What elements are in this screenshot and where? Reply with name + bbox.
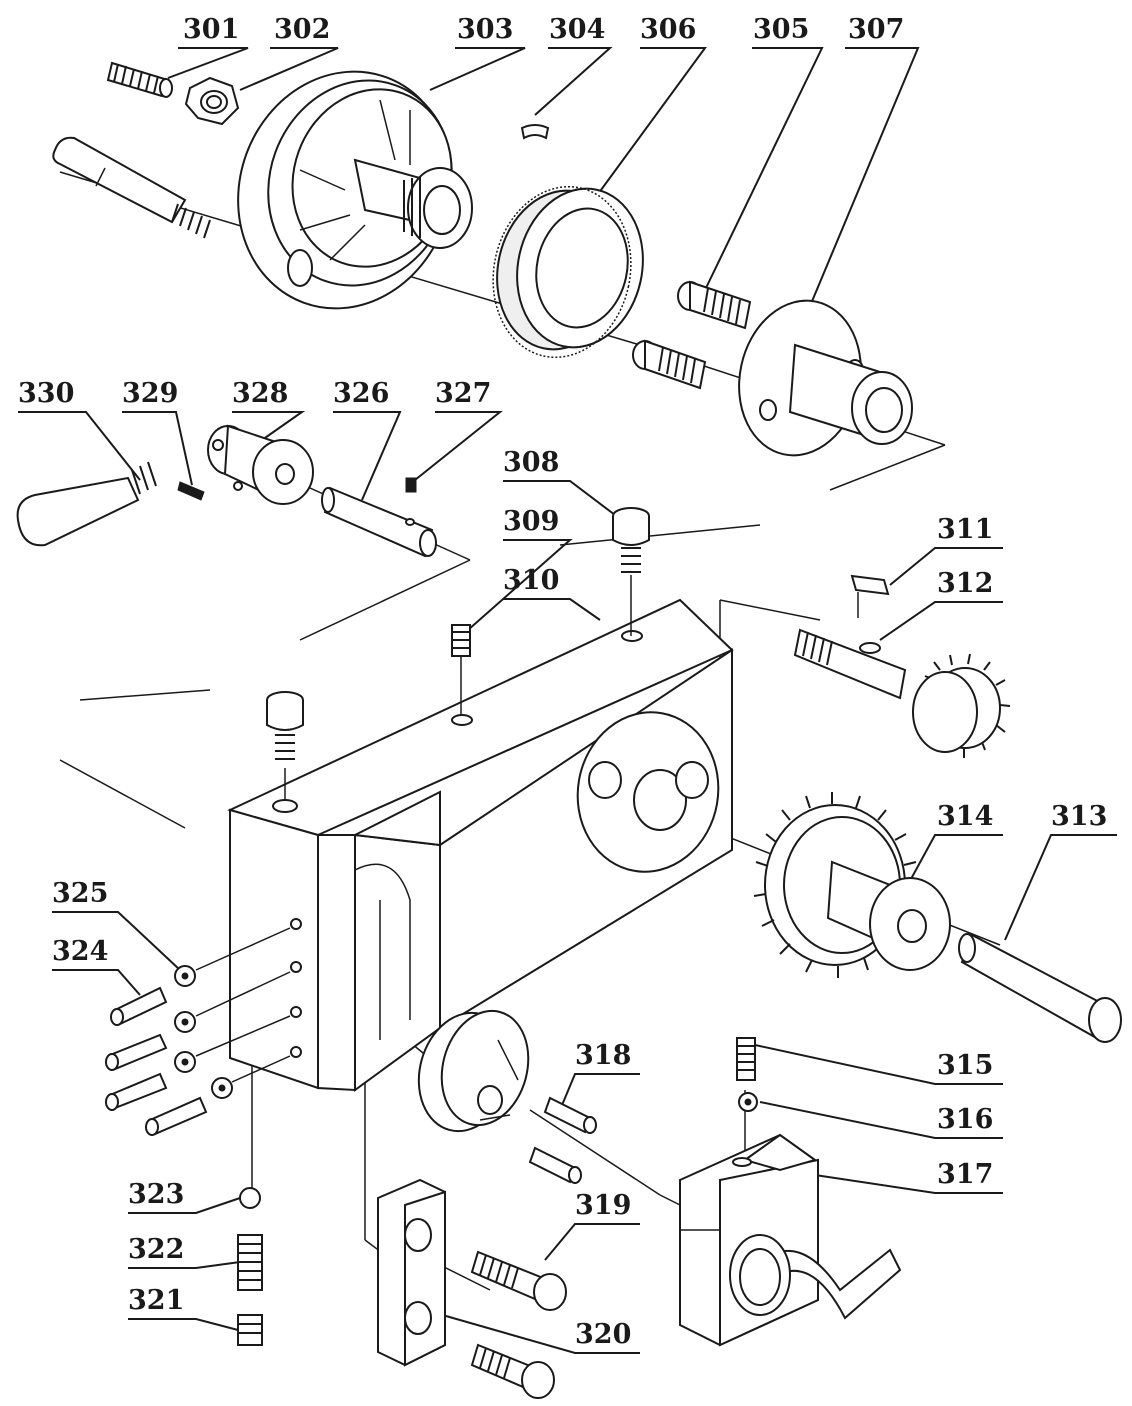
crank-handle: [52, 136, 211, 239]
ball-323: [239, 1187, 261, 1209]
label-330: 330: [18, 378, 74, 409]
label-304: 304: [549, 14, 605, 45]
label-301: 301: [183, 14, 239, 45]
label-325: 325: [52, 878, 108, 909]
label-329: 329: [122, 378, 178, 409]
pins-318: [528, 1096, 597, 1184]
dial-ring-306: [492, 185, 644, 359]
label-326: 326: [333, 378, 389, 409]
washers-325: [174, 965, 233, 1099]
label-302: 302: [274, 14, 330, 45]
label-308: 308: [503, 447, 559, 478]
label-321: 321: [128, 1285, 184, 1316]
label-309: 309: [503, 506, 559, 537]
cam-disc: [417, 1009, 530, 1133]
screw-305-upper: [677, 280, 752, 330]
label-323: 323: [128, 1179, 184, 1210]
label-328: 328: [232, 378, 288, 409]
spring-315: [736, 1037, 756, 1081]
label-315: 315: [937, 1050, 993, 1081]
label-320: 320: [575, 1319, 631, 1350]
label-312: 312: [937, 568, 993, 599]
collar-328: [207, 424, 314, 505]
screws-319: [470, 1250, 567, 1399]
label-313: 313: [1051, 801, 1107, 832]
set-screw-327: [405, 477, 417, 493]
label-324: 324: [52, 936, 108, 967]
hex-nut-302: [184, 76, 240, 126]
housing-310: [227, 598, 734, 1092]
part-labels: 301 302 303 304 306 305 307 330 329 328 …: [18, 14, 1107, 1350]
gib-plate-320: [377, 1178, 446, 1367]
set-screw-301: [106, 61, 173, 98]
shaft-313: [958, 933, 1122, 1043]
label-314: 314: [937, 801, 993, 832]
label-316: 316: [937, 1104, 993, 1135]
flange-307: [738, 299, 913, 457]
label-305: 305: [753, 14, 809, 45]
leader-lines: [18, 47, 1117, 1354]
label-307: 307: [848, 14, 904, 45]
label-317: 317: [937, 1159, 993, 1190]
key-311: [850, 574, 890, 618]
label-322: 322: [128, 1234, 184, 1265]
set-screw-329: [177, 481, 205, 501]
cap-screw-308: [612, 507, 650, 636]
spring-322: [237, 1234, 263, 1291]
label-327: 327: [435, 378, 491, 409]
key-304: [520, 124, 550, 140]
label-306: 306: [640, 14, 696, 45]
nut-block-317: [679, 1133, 902, 1347]
label-311: 311: [937, 514, 993, 545]
set-screw-321: [237, 1314, 263, 1346]
screws-324: [105, 927, 291, 1136]
gear-cluster-314: [753, 792, 951, 978]
screw-305-lower: [632, 339, 707, 390]
handwheel-303: [237, 70, 473, 310]
set-screw-309: [451, 624, 471, 715]
label-303: 303: [457, 14, 513, 45]
pinion-shaft-312: [793, 628, 1011, 758]
label-318: 318: [575, 1040, 631, 1071]
cap-screw-left: [266, 691, 304, 800]
ball-316: [738, 1092, 758, 1112]
label-319: 319: [575, 1190, 631, 1221]
lever-handle-330: [16, 461, 157, 547]
pin-326: [321, 486, 437, 558]
